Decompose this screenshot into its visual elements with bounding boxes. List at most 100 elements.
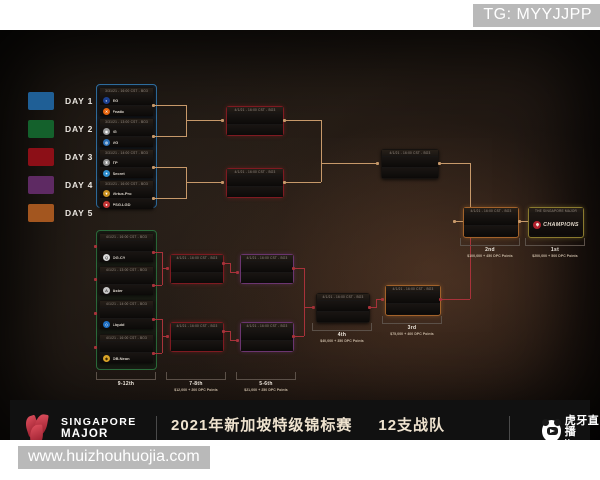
match-slot[interactable]: [100, 307, 153, 318]
major-emblem-icon: [23, 413, 54, 440]
connector-line: [440, 163, 470, 164]
match-ub-r2-2[interactable]: 4/1/21 - 16:00 CST - BO3: [226, 168, 284, 198]
placement-9-12th: 9-12th: [96, 372, 156, 388]
bottom-banner: SINGAPORE MAJOR ONE ESPORTS 2021年新加坡特级锦标…: [10, 400, 600, 440]
placement-prize: $100,000 + 450 DPC Points: [467, 253, 513, 258]
connector-line: [154, 198, 186, 199]
team-name: VG: [112, 139, 119, 145]
match-lb-final-3rd[interactable]: 4/1/21 - 16:00 CST - BO3: [385, 285, 441, 316]
site-watermark: www.huizhouhuojia.com: [18, 446, 210, 469]
placement-rank: 7-8th: [189, 381, 203, 387]
placement-rank: 2nd: [485, 247, 495, 253]
connector-node: [221, 181, 224, 184]
liquid-logo: ◇: [103, 320, 110, 328]
match-lb-semi-4th[interactable]: 4/1/21 - 16:00 CST - BO3: [316, 293, 370, 323]
match-slot[interactable]: ◆ OB.Neon: [100, 352, 153, 363]
match-slot[interactable]: ● PSG.LGD: [100, 198, 153, 209]
connector-line: [162, 336, 167, 337]
team-name: OG.CY: [112, 254, 126, 260]
match-ub-final[interactable]: 4/1/21 - 16:00 CST - BO3: [381, 149, 439, 179]
match-slot[interactable]: ◉ iG: [100, 125, 153, 136]
match-slot[interactable]: [227, 113, 283, 124]
match-slot[interactable]: Q OG.CY: [100, 251, 153, 262]
connector-node: [438, 162, 441, 165]
match-slot[interactable]: [382, 167, 438, 178]
match-slot[interactable]: ♜ TP: [100, 156, 153, 167]
connector-node: [292, 267, 295, 270]
connector-line: [285, 120, 321, 121]
match-header: 4/1/21 - 16:00 CST - BO3: [241, 255, 293, 261]
huya-play-icon: [547, 427, 559, 435]
match-grand-final[interactable]: 4/1/21 - 16:00 CST - BO3: [463, 207, 519, 238]
connector-node: [236, 339, 239, 342]
match-slot[interactable]: [241, 340, 293, 351]
match-slot[interactable]: [171, 329, 223, 340]
team-name: TP: [112, 159, 118, 165]
match-slot[interactable]: ✦ Secret: [100, 167, 153, 178]
ogcy-logo: Q: [103, 253, 110, 261]
placement-rank: 1st: [550, 247, 560, 253]
match-slot[interactable]: [317, 300, 369, 311]
match-lb-seed-3[interactable]: 4/1/21 - 14:00 CST - BO3 ◇ Liquid: [99, 300, 154, 329]
match-ub-seed-2[interactable]: 3/31/21 - 13:00 CST - BO3 ◉ iG ◍ VG: [99, 118, 154, 147]
match-slot[interactable]: [464, 225, 518, 236]
match-slot[interactable]: [171, 261, 223, 272]
match-slot[interactable]: [100, 341, 153, 352]
match-slot[interactable]: A Aster: [100, 284, 153, 295]
match-slot[interactable]: [171, 340, 223, 351]
match-header: 4/1/21 - 16:00 CST - BO3: [382, 150, 438, 156]
match-slot[interactable]: ◍ VG: [100, 136, 153, 147]
match-slot[interactable]: [227, 186, 283, 197]
vg-logo: ◍: [103, 138, 110, 146]
match-slot[interactable]: [382, 156, 438, 167]
placement-prize: $12,000 + 200 DPC Points: [174, 387, 218, 392]
match-slot[interactable]: [227, 175, 283, 186]
match-header: 3/31/21 - 14:00 CST - BO3: [100, 150, 153, 156]
match-slot[interactable]: [100, 240, 153, 251]
match-slot[interactable]: [100, 273, 153, 284]
placement-bracket: [525, 238, 585, 246]
match-slot[interactable]: [386, 303, 440, 314]
match-lb-r2-2[interactable]: 4/1/21 - 16:00 CST - BO3: [170, 322, 224, 352]
match-slot[interactable]: ▼ Virtus.Pro: [100, 187, 153, 198]
match-slot[interactable]: [241, 329, 293, 340]
match-slot[interactable]: [171, 272, 223, 283]
connector-line: [230, 331, 231, 341]
connector-line: [154, 105, 186, 106]
placement-rank: 5-6th: [259, 381, 273, 387]
champion-box[interactable]: THE SINGAPORE MAJOR CHAMPIONS: [528, 207, 584, 238]
day-legend: DAY 1 DAY 2 DAY 3 DAY 4 DAY 5: [28, 88, 120, 228]
match-slot[interactable]: ◐ EG: [100, 94, 153, 105]
match-ub-seed-1[interactable]: 3/31/21 - 16:00 CST - BO3 ◐ EG ✕ Fnatic: [99, 87, 154, 116]
match-ub-r2-1[interactable]: 4/1/21 - 16:00 CST - BO3: [226, 106, 284, 136]
match-slot[interactable]: ◇ Liquid: [100, 318, 153, 329]
match-slot[interactable]: [317, 311, 369, 322]
team-name: EG: [112, 97, 119, 103]
match-lb-r3-1[interactable]: 4/1/21 - 16:00 CST - BO3: [240, 254, 294, 284]
match-slot[interactable]: ✕ Fnatic: [100, 105, 153, 116]
match-slot[interactable]: [386, 292, 440, 303]
match-slot[interactable]: [464, 214, 518, 225]
match-slot[interactable]: [241, 261, 293, 272]
connector-node: [381, 298, 384, 301]
legend-label-day2: DAY 2: [65, 123, 94, 134]
logo-line-2: MAJOR: [61, 427, 109, 440]
match-ub-seed-3[interactable]: 3/31/21 - 14:00 CST - BO3 ♜ TP ✦ Secret: [99, 149, 154, 178]
match-slot[interactable]: [227, 124, 283, 135]
major-wordmark: SINGAPORE MAJOR ONE ESPORTS: [61, 417, 137, 440]
connector-node: [94, 312, 97, 315]
connector-line: [294, 268, 304, 269]
match-lb-r2-1[interactable]: 4/1/21 - 16:00 CST - BO3: [170, 254, 224, 284]
match-lb-seed-2[interactable]: 4/1/21 - 13:00 CST - BO3 A Aster: [99, 266, 154, 295]
match-slot[interactable]: [241, 272, 293, 283]
connector-node: [221, 119, 224, 122]
match-header: 3/31/21 - 16:00 CST - BO3: [100, 88, 153, 94]
match-lb-seed-4[interactable]: 4/1/21 - 16:00 CST - BO3 ◆ OB.Neon: [99, 334, 154, 363]
match-lb-r3-2[interactable]: 4/1/21 - 16:00 CST - BO3: [240, 322, 294, 352]
connector-node: [292, 335, 295, 338]
match-lb-seed-1[interactable]: 4/1/21 - 16:00 CST - BO3 Q OG.CY: [99, 233, 154, 262]
team-name: Liquid: [112, 321, 125, 327]
connector-line: [321, 120, 322, 182]
bracket-stage: DAY 1 DAY 2 DAY 3 DAY 4 DAY 5: [0, 30, 600, 392]
match-ub-seed-4[interactable]: 3/31/21 - 16:00 CST - BO3 ▼ Virtus.Pro ●…: [99, 180, 154, 209]
